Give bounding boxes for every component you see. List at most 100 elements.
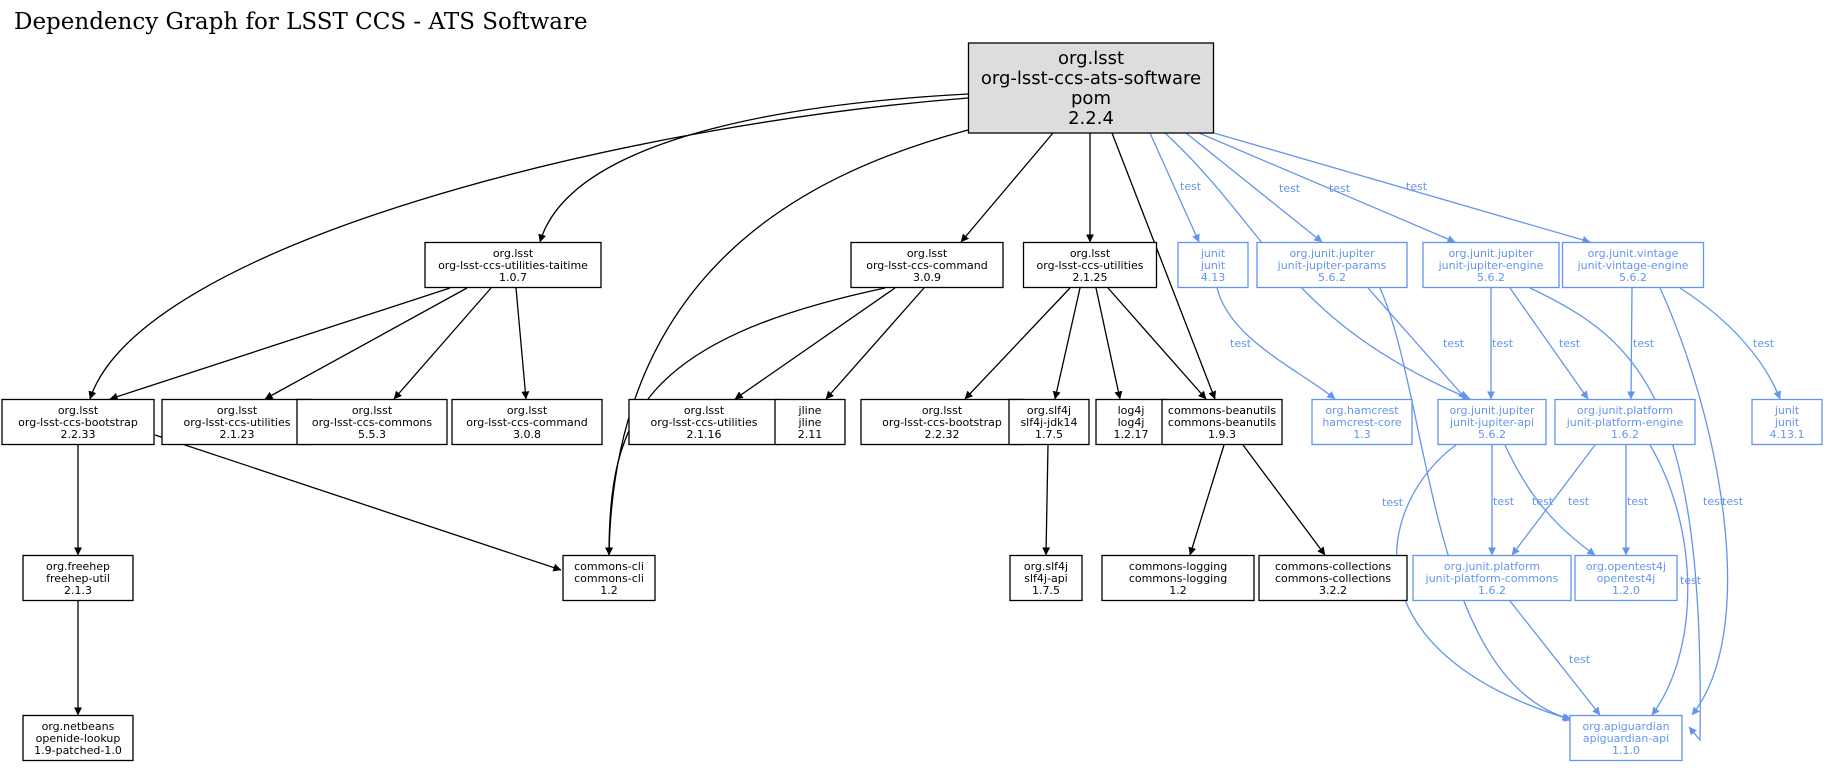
node-label-line: 4.13 — [1201, 271, 1226, 284]
edge-jengine-to-apiguardian: test — [1529, 287, 1725, 742]
node-label-line: hamcrest-core — [1322, 416, 1402, 429]
node-label-line: 2.1.3 — [64, 584, 92, 597]
edge-command309-to-utilities2116 — [734, 287, 896, 400]
node-label-line: org.slf4j — [1027, 404, 1071, 417]
edge-utilities2125-to-beanutils — [1107, 287, 1207, 400]
edge-vengine-to-junit4131: test — [1679, 287, 1782, 400]
edge-line — [734, 287, 896, 400]
edge-line — [605, 287, 886, 556]
node-label-line: org.lsst — [907, 247, 948, 260]
node-label-line: 5.6.2 — [1477, 271, 1505, 284]
node-label-line: junit-platform-commons — [1425, 572, 1559, 585]
edge-line — [1213, 132, 1591, 244]
edge-jengine-to-pengine: test — [1509, 287, 1589, 400]
node-label-line: org.junit.platform — [1577, 404, 1673, 417]
edge-taitime-to-utilities2123 — [264, 287, 468, 400]
node-box — [628, 398, 780, 446]
edge-line — [264, 287, 468, 400]
edge-line — [1185, 132, 1323, 243]
edge-japi-to-pcommons: test — [1488, 445, 1515, 556]
node-label-line: org.lsst — [217, 404, 258, 417]
edge-utilities2125-to-log4j — [1095, 287, 1123, 400]
edge-label: test — [1406, 180, 1428, 193]
node-box — [1256, 241, 1408, 289]
node-label-line: org-lsst-ccs-command — [866, 259, 988, 272]
node-label-line: junit-vintage-engine — [1577, 259, 1689, 272]
node-box — [1561, 241, 1705, 289]
node-label-line: 2.1.23 — [220, 428, 255, 441]
node-label-line: 4.13.1 — [1770, 428, 1805, 441]
edge-japi-to-opentest: test — [1504, 444, 1596, 556]
node-label-line: org.lsst — [1070, 247, 1111, 260]
edge-utilities2125-to-slf4jjdk — [1052, 287, 1081, 400]
node-label-line: 2.11 — [798, 428, 823, 441]
edge-label: test — [1680, 574, 1702, 587]
edge-command309-to-jline — [825, 287, 925, 400]
edge-line — [1242, 444, 1326, 556]
node-box — [1101, 554, 1255, 602]
edge-label: test — [1722, 495, 1744, 508]
node-label-line: freehep-util — [46, 572, 110, 585]
nodes-layer: org.lsstorg-lsst-ccs-ats-softwarepom2.2.… — [1, 42, 1823, 762]
edge-line — [1095, 287, 1123, 400]
node-jengine: org.junit.jupiterjunit-jupiter-engine5.6… — [1422, 241, 1560, 289]
edge-line — [1379, 287, 1571, 721]
node-box — [1095, 398, 1167, 446]
node-box — [1177, 241, 1249, 289]
node-box — [1258, 554, 1408, 602]
edge-label: test — [1568, 495, 1590, 508]
node-label-line: 5.6.2 — [1478, 428, 1506, 441]
node-box — [967, 42, 1215, 134]
node-label-line: 2.2.33 — [61, 428, 96, 441]
node-label-line: log4j — [1118, 404, 1145, 417]
node-pengine: org.junit.platformjunit-platform-engine1… — [1554, 398, 1696, 446]
edge-label: test — [1627, 495, 1649, 508]
node-label-line: 1.6.2 — [1478, 584, 1506, 597]
node-label-line: commons-logging — [1129, 560, 1227, 573]
node-box — [774, 398, 846, 446]
node-box — [1574, 554, 1678, 602]
edge-pengine-to-pcommons: test — [1511, 444, 1596, 556]
node-root: org.lsstorg-lsst-ccs-ats-softwarepom2.2.… — [967, 42, 1215, 134]
edge-root-to-junit413: test — [1149, 132, 1202, 243]
node-label-line: org.opentest4j — [1586, 560, 1666, 573]
node-label-line: commons-cli — [574, 572, 644, 585]
node-label-line: org-lsst-ccs-utilities — [651, 416, 758, 429]
edge-vengine-to-pengine: test — [1627, 287, 1655, 400]
edge-label: test — [1493, 495, 1515, 508]
node-label-line: junit — [1774, 416, 1800, 429]
edge-line — [1504, 444, 1596, 556]
edge-pengine-to-apiguardian: test — [1649, 444, 1702, 716]
node-label-line: opentest4j — [1597, 572, 1656, 585]
node-label-line: 2.1.25 — [1073, 271, 1108, 284]
edge-line — [1042, 444, 1051, 556]
node-label-line: org-lsst-ccs-ats-software — [981, 68, 1201, 89]
edge-label: test — [1329, 182, 1351, 195]
node-label-line: 5.6.2 — [1318, 271, 1346, 284]
node-label-line: org-lsst-ccs-command — [466, 416, 588, 429]
edge-line — [1198, 132, 1456, 243]
node-label-line: org-lsst-ccs-utilities — [1037, 259, 1144, 272]
node-label-line: 2.1.16 — [687, 428, 722, 441]
node-label-line: org.junit.vintage — [1588, 247, 1679, 260]
node-box — [1009, 554, 1083, 602]
node-label-line: openide-lookup — [36, 732, 121, 745]
node-label-line: org-lsst-ccs-utilities — [184, 416, 291, 429]
edge-line — [1216, 287, 1336, 400]
edge-label: test — [1569, 653, 1591, 666]
edge-label: test — [1559, 337, 1581, 350]
edge-vengine-to-apiguardian: test — [1659, 287, 1744, 716]
node-label-line: commons-cli — [574, 560, 644, 573]
